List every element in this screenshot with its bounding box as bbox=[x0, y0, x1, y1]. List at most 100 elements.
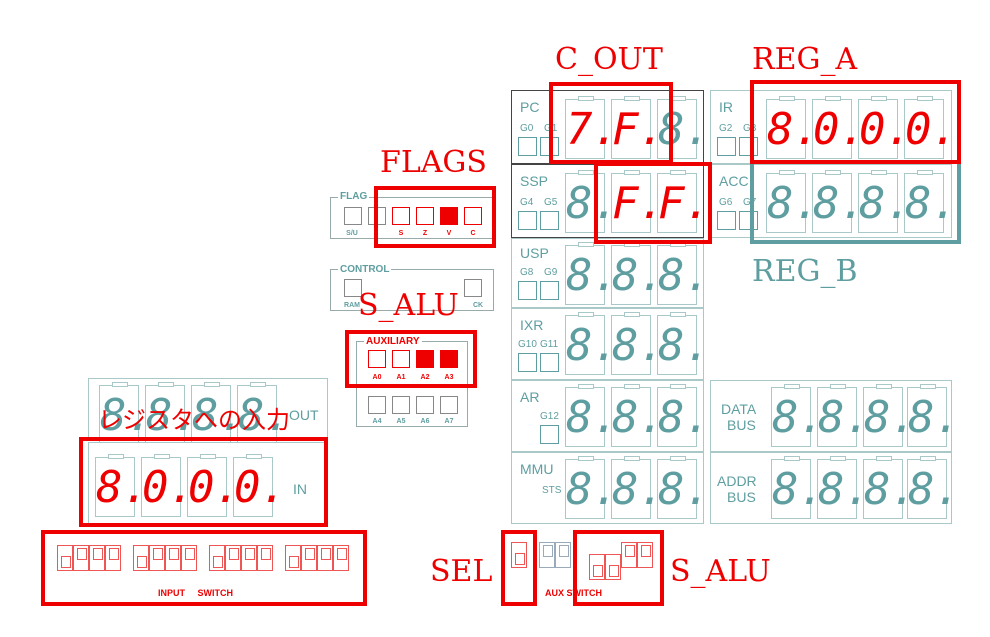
ssp-group-g4: G4 bbox=[520, 197, 534, 208]
aux-a1-box bbox=[392, 350, 410, 368]
aux-label-a2: A2 bbox=[420, 374, 430, 381]
ir-label: IR bbox=[719, 99, 733, 115]
aux-switch-5[interactable] bbox=[621, 542, 637, 568]
s-alu-bottom-annotation-box bbox=[573, 530, 664, 606]
pc-g0-box bbox=[518, 137, 537, 156]
in-label: IN bbox=[293, 481, 307, 497]
ar-digit-1: 8. bbox=[611, 384, 665, 447]
register-input-annotation: レジスタへの入力 bbox=[98, 406, 290, 434]
control-box-1 bbox=[464, 279, 482, 297]
mmu-digit-1: 8. bbox=[611, 456, 665, 519]
ssp-panel: SSP G4 G5 8. F. F. bbox=[511, 164, 711, 238]
data-bus-digit-3: 8. bbox=[907, 384, 961, 447]
addr-bus-digit-1: 8. bbox=[817, 456, 871, 519]
aux-switch-2[interactable] bbox=[555, 542, 571, 568]
ssp-g5-box bbox=[540, 211, 559, 230]
aux-a5-box bbox=[392, 396, 410, 414]
ssp-label: SSP bbox=[520, 173, 549, 189]
ar-group-g12: G12 bbox=[540, 411, 559, 422]
ssp-digit-1: F. bbox=[611, 170, 665, 233]
input-switch-8[interactable] bbox=[209, 545, 225, 571]
input-switch-bank bbox=[55, 545, 355, 585]
usp-label: USP bbox=[520, 245, 549, 261]
input-switch-7[interactable] bbox=[181, 545, 197, 571]
c-out-annotation: C_OUT bbox=[555, 42, 663, 77]
input-switch-15[interactable] bbox=[333, 545, 349, 571]
aux-label-a5: A5 bbox=[396, 418, 406, 425]
s-alu-top-annotation-box bbox=[345, 330, 477, 388]
control-group-title: CONTROL bbox=[338, 264, 392, 275]
usp-digit-0: 8. bbox=[565, 242, 619, 305]
mmu-digit-0: 8. bbox=[565, 456, 619, 519]
input-switch-12[interactable] bbox=[285, 545, 301, 571]
aux-switch-1[interactable] bbox=[539, 542, 555, 568]
ixr-group-g10: G10 bbox=[518, 339, 537, 350]
pc-label: PC bbox=[520, 99, 540, 115]
input-switch-5[interactable] bbox=[149, 545, 165, 571]
ixr-panel: IXR G10 G11 8. 8. 8. bbox=[511, 308, 711, 380]
s-alu-annotation-top: S_ALU bbox=[358, 288, 459, 323]
input-switch-10[interactable] bbox=[241, 545, 257, 571]
reg-b-annotation-box bbox=[750, 164, 961, 244]
sel-switch[interactable] bbox=[511, 542, 527, 568]
flag-label-v: V bbox=[446, 230, 452, 237]
reg-a-annotation: REG_A bbox=[752, 42, 858, 77]
ixr-g10-box bbox=[518, 353, 537, 372]
input-switch-0[interactable] bbox=[57, 545, 73, 571]
flag-z-box bbox=[416, 207, 434, 225]
aux-switch-4[interactable] bbox=[605, 554, 621, 580]
flags-annotation: FLAGS bbox=[380, 145, 487, 180]
flag-s-u-box bbox=[344, 207, 362, 225]
flag-label-c: C bbox=[470, 230, 476, 237]
output-panel: 8. 8. 8. 8. OUT bbox=[88, 378, 328, 445]
c-out-annotation-box bbox=[549, 82, 673, 164]
input-switch-14[interactable] bbox=[317, 545, 333, 571]
input-switch-6[interactable] bbox=[165, 545, 181, 571]
input-switch-3[interactable] bbox=[105, 545, 121, 571]
ixr-digit-0: 8. bbox=[565, 312, 619, 375]
addr-bus-digit-2: 8. bbox=[863, 456, 917, 519]
input-switch-2[interactable] bbox=[89, 545, 105, 571]
flag-label-s: S bbox=[398, 230, 404, 237]
ar-label: AR bbox=[520, 389, 540, 405]
reg-a-annotation-box bbox=[750, 80, 961, 164]
input-switch-11[interactable] bbox=[257, 545, 273, 571]
control-box-0 bbox=[344, 279, 362, 297]
aux-a0-box bbox=[368, 350, 386, 368]
flag-label-s-u: S/U bbox=[346, 230, 358, 237]
input-switch-13[interactable] bbox=[301, 545, 317, 571]
aux-switch-6[interactable] bbox=[637, 542, 653, 568]
ir-g2-box bbox=[717, 137, 736, 156]
aux-a7-box bbox=[440, 396, 458, 414]
ixr-label: IXR bbox=[520, 317, 544, 333]
aux-switch-3[interactable] bbox=[589, 554, 605, 580]
flags-annotation-box bbox=[374, 186, 496, 248]
aux-label-a6: A6 bbox=[420, 418, 430, 425]
input-switch-9[interactable] bbox=[225, 545, 241, 571]
usp-panel: USP G8 G9 8. 8. 8. bbox=[511, 238, 711, 308]
ar-digit-0: 8. bbox=[565, 384, 619, 447]
control-group bbox=[330, 269, 494, 311]
flag-c-box bbox=[464, 207, 482, 225]
ssp-g4-box bbox=[518, 211, 537, 230]
out-label: OUT bbox=[289, 407, 319, 423]
aux-a6-box bbox=[416, 396, 434, 414]
ar-g12-box bbox=[540, 425, 559, 444]
usp-group-g8: G8 bbox=[520, 267, 534, 278]
acc-label: ACC bbox=[719, 173, 749, 189]
acc-group-g7: G7 bbox=[743, 197, 757, 208]
aux-switch-bank bbox=[505, 540, 655, 580]
usp-digit-2: 8. bbox=[657, 242, 711, 305]
input-switch-annotation-box bbox=[41, 530, 367, 606]
aux-label-a3: A3 bbox=[444, 374, 454, 381]
input-switch-4[interactable] bbox=[133, 545, 149, 571]
usp-g8-box bbox=[518, 281, 537, 300]
ir-group-g3: G3 bbox=[743, 123, 757, 134]
aux-a3-box bbox=[440, 350, 458, 368]
control-label-ram: RAM bbox=[344, 302, 360, 309]
aux-a2-box bbox=[416, 350, 434, 368]
flag-label-z: Z bbox=[422, 230, 428, 237]
input-switch-1[interactable] bbox=[73, 545, 89, 571]
addr-bus-digit-0: 8. bbox=[771, 456, 825, 519]
sel-annotation: SEL bbox=[430, 554, 493, 589]
